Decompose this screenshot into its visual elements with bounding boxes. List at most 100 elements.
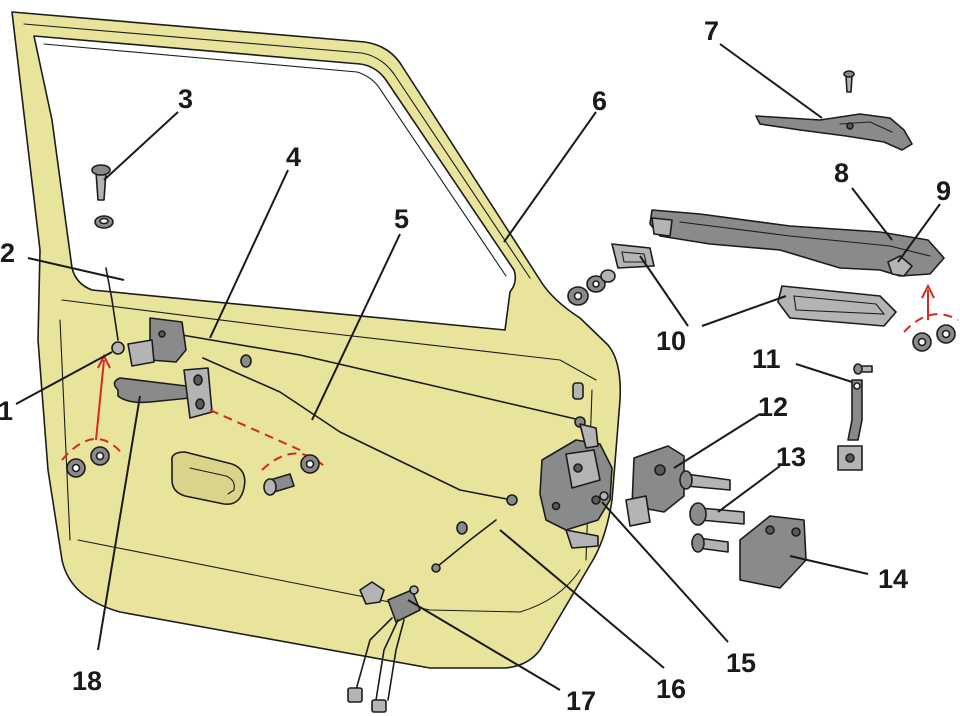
bracket-hole — [193, 374, 203, 386]
wire — [375, 619, 399, 701]
callout-4: 4 — [286, 142, 301, 172]
red-arrowhead-right — [921, 283, 935, 299]
wire — [355, 617, 393, 691]
lock-rivet — [551, 501, 561, 511]
callout-8: 8 — [834, 158, 849, 188]
small-screw — [845, 75, 853, 93]
handle-seal-large — [777, 285, 897, 327]
handle-lever — [755, 113, 913, 151]
panel-hole — [240, 354, 252, 368]
washer — [600, 269, 616, 283]
leader-1 — [15, 351, 113, 405]
rod-16-end — [431, 563, 441, 573]
mounting-screws-center — [263, 454, 320, 496]
bolt-head — [689, 502, 707, 526]
callout-9: 9 — [936, 176, 951, 206]
link-bar — [847, 379, 863, 441]
red-dashed-arc-center — [261, 452, 327, 471]
handle-catch — [887, 255, 913, 277]
callout-2: 2 — [0, 238, 15, 268]
leader-14 — [789, 555, 869, 575]
callout-1: 1 — [0, 396, 13, 426]
inner-lock-rivet — [158, 330, 166, 338]
red-dashed-arc-right — [903, 313, 959, 333]
nut-hole — [95, 451, 105, 461]
screw-head — [263, 478, 277, 496]
red-dashed-line-center — [209, 409, 301, 451]
inner-lock-mechanism — [127, 317, 187, 367]
washer-hole — [99, 217, 109, 225]
striker-parts — [625, 445, 807, 589]
lock-plate — [565, 449, 601, 489]
leader-10a — [639, 255, 689, 327]
mounting-arrows — [61, 283, 959, 471]
nut-hole — [573, 291, 583, 301]
lock-arm — [579, 423, 599, 449]
interior-handle — [113, 367, 213, 419]
callout-11: 11 — [752, 344, 781, 374]
leader-6 — [503, 111, 597, 243]
small-screw-head — [843, 70, 855, 78]
screw-head — [91, 164, 111, 176]
interior-handle-bracket — [183, 367, 213, 419]
striker-lug — [625, 495, 651, 527]
door-pull-recess-inner — [189, 467, 235, 495]
inner-lock-plate — [127, 339, 155, 367]
leader-12 — [673, 413, 761, 469]
callout-17: 17 — [566, 686, 596, 716]
outer-handle-assembly — [567, 70, 956, 352]
window-frame-line-inner — [43, 43, 507, 277]
switch-screw — [409, 585, 419, 595]
window-glass-opening — [33, 35, 517, 331]
rod-end — [506, 494, 518, 506]
nut-hole — [592, 280, 600, 288]
bolt-head — [679, 470, 693, 490]
clip — [359, 581, 385, 605]
lock-rivet — [591, 495, 601, 505]
handle-seal-small — [611, 243, 655, 269]
leader-15 — [601, 501, 729, 643]
leader-3 — [103, 111, 179, 181]
window-frame-line — [23, 23, 531, 279]
panel-hole — [456, 521, 468, 535]
leader-10b — [701, 295, 787, 327]
leader-5 — [311, 233, 401, 421]
wire — [387, 619, 405, 701]
callout-3: 3 — [178, 84, 193, 114]
link-foot-hole — [845, 453, 855, 463]
panel-slot — [572, 382, 584, 400]
lock-rod — [105, 267, 119, 341]
callout-10: 10 — [656, 326, 686, 356]
lock-button-rod — [105, 267, 125, 355]
rods — [169, 332, 586, 573]
door-panel — [11, 11, 622, 669]
red-arrow-left — [95, 359, 105, 441]
rod-4 — [169, 332, 581, 421]
callout-labels: 1 2 3 4 5 6 7 8 9 10 11 12 13 14 15 16 1… — [0, 16, 951, 716]
bolt-head — [691, 533, 705, 553]
switch-body — [387, 589, 421, 623]
part-15-lock-body — [539, 423, 613, 549]
small-screw-head — [853, 363, 863, 375]
callout-16: 16 — [656, 674, 686, 704]
inner-lock-body — [149, 317, 187, 363]
callout-12: 12 — [758, 392, 788, 422]
panel-ridge-upper — [61, 299, 597, 381]
rod-16 — [437, 519, 497, 567]
seal-large-inner — [793, 295, 886, 315]
leader-8 — [851, 187, 893, 241]
lock-pivot — [599, 491, 609, 501]
callout-7: 7 — [704, 16, 719, 46]
panel-ridge-lower — [77, 539, 581, 613]
nut-hole — [941, 329, 951, 339]
leader-11 — [795, 363, 853, 383]
part-11-link-bracket — [837, 363, 873, 471]
red-dashed-arc-left — [61, 438, 125, 461]
leader-18 — [97, 395, 141, 651]
mounting-nuts-left — [66, 446, 110, 478]
wire-connector — [371, 699, 387, 713]
rod-pivot — [111, 341, 125, 355]
lock-lever — [565, 529, 599, 549]
leader-4 — [209, 169, 289, 339]
